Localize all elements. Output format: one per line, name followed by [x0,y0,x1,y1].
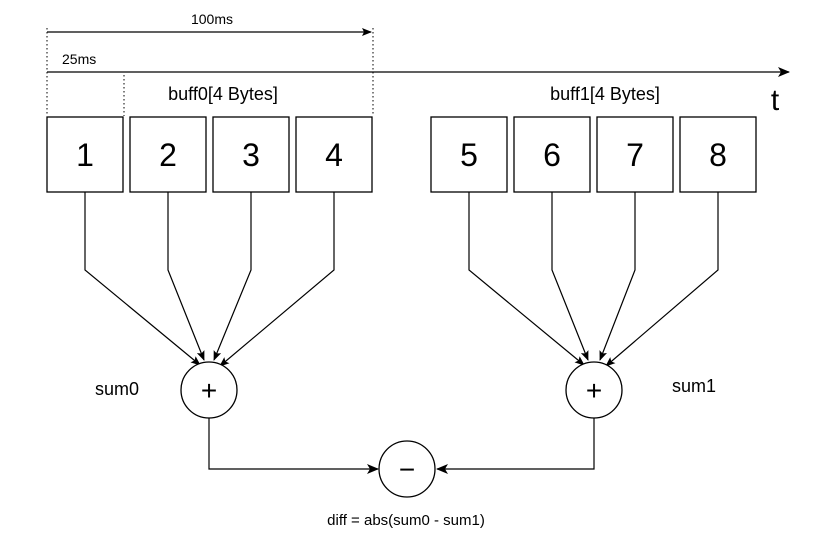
time-axis-label: t [771,84,780,117]
buffer0-label: buff0[4 Bytes] [168,84,278,104]
buffer0-cell-4-value: 4 [325,137,343,173]
buffer0-cell-4 [295,116,373,193]
buffer1-cell-7-value: 7 [626,137,644,173]
buffer1-cells: 5 6 7 8 [430,116,757,193]
buffer1-cell-8-value: 8 [709,137,727,173]
connector-cell-1-to-sum0 [84,192,201,366]
buffer1-cell-5 [430,116,508,193]
buffer1-cell-6 [513,116,591,193]
buffer0-cells: 1 2 3 4 [46,116,373,193]
buffer1-cell-8 [679,116,757,193]
connector-sum1-to-diff [436,418,595,474]
diff-minus-symbol: − [399,454,415,485]
connector-cell-8-to-sum1 [605,192,719,367]
connector-cell-6-to-sum1 [551,192,589,361]
buffer1-cell-7 [596,116,674,193]
buffer1-label: buff1[4 Bytes] [550,84,660,104]
connector-cell-3-to-sum0 [213,192,252,361]
connector-cell-2-to-sum0 [167,192,205,361]
buffer1-cell-6-value: 6 [543,137,561,173]
buffer1-cell-5-value: 5 [460,137,478,173]
sum1-plus-symbol: + [586,375,602,406]
buffer0-cell-2-value: 2 [159,137,177,173]
connector-cell-4-to-sum0 [219,192,335,367]
connector-cell-5-to-sum1 [468,192,585,366]
diff-formula: diff = abs(sum0 - sum1) [327,512,485,529]
buffer0-cell-2 [129,116,207,193]
connector-cell-7-to-sum1 [599,192,636,361]
connector-sum0-to-diff [208,418,379,474]
sum0-label: sum0 [95,379,139,399]
sum0-plus-symbol: + [201,375,217,406]
sum1-label: sum1 [672,376,716,396]
buffer1-connectors [468,192,719,367]
interval-100ms-label: 100ms [191,11,233,27]
buffer0-connectors [84,192,335,367]
buffer0-cell-3-value: 3 [242,137,260,173]
diff-subtractor-node [378,440,436,498]
buffer0-cell-1-value: 1 [76,137,94,173]
buffer0-cell-1 [46,116,124,193]
interval-25ms-label: 25ms [62,51,96,67]
